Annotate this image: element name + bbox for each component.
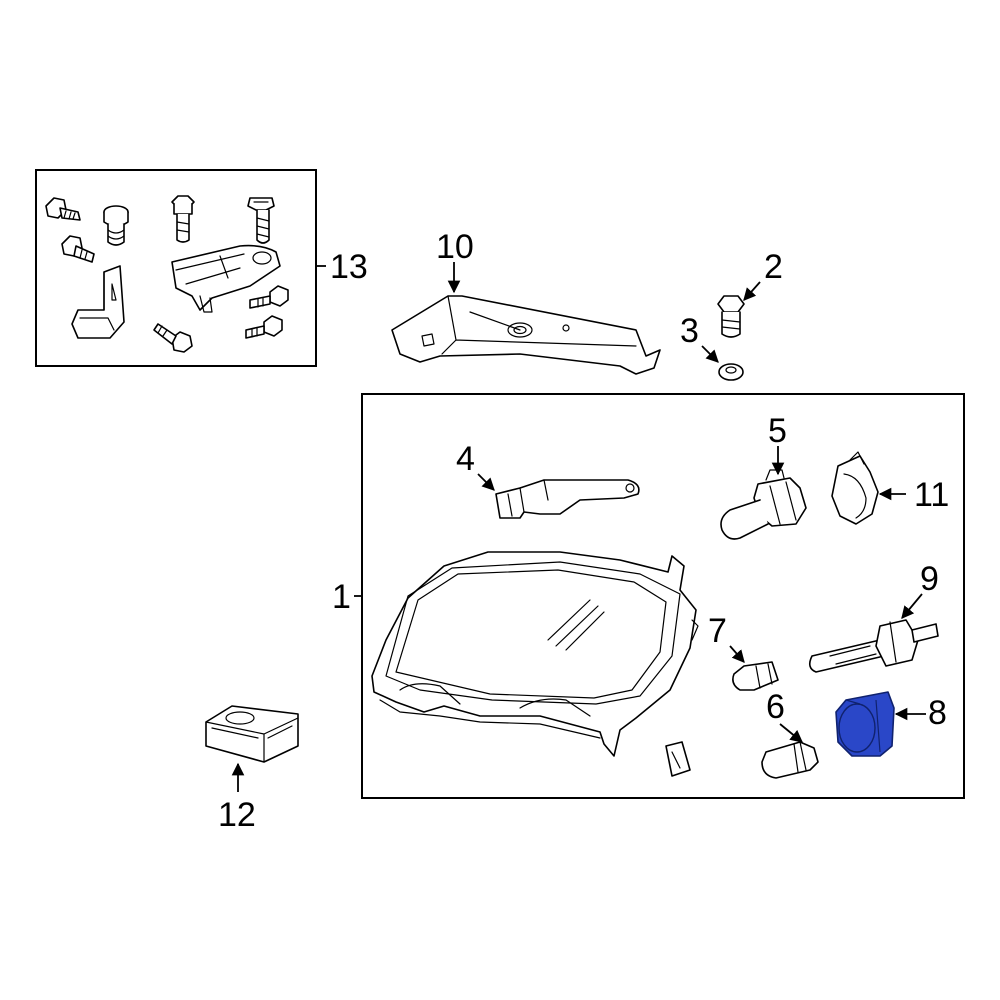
grommet-icon bbox=[103, 205, 129, 246]
washer-part[interactable] bbox=[718, 363, 744, 381]
bolt-icon bbox=[245, 315, 283, 339]
bolt-icon bbox=[45, 197, 81, 221]
callout-7[interactable]: 7 bbox=[708, 612, 727, 650]
clip-part[interactable] bbox=[665, 741, 691, 777]
callout-13[interactable]: 13 bbox=[330, 248, 368, 286]
bolt-part[interactable] bbox=[717, 295, 745, 338]
callout-6[interactable]: 6 bbox=[766, 688, 785, 726]
bolt-icon bbox=[61, 235, 95, 263]
control-module-part[interactable] bbox=[205, 705, 299, 763]
callout-2[interactable]: 2 bbox=[764, 248, 783, 286]
bulb-part[interactable] bbox=[720, 469, 807, 540]
bolt-icon bbox=[153, 323, 193, 353]
bolt-icon bbox=[249, 285, 289, 309]
headlamp-housing[interactable] bbox=[371, 551, 699, 757]
support-bracket-part[interactable] bbox=[391, 295, 661, 375]
callout-12[interactable]: 12 bbox=[218, 796, 256, 834]
callout-4[interactable]: 4 bbox=[456, 440, 475, 478]
bracket-icon bbox=[71, 265, 125, 339]
callout-10[interactable]: 10 bbox=[436, 228, 474, 266]
dust-cap-part[interactable] bbox=[831, 451, 879, 525]
socket-part-highlighted[interactable] bbox=[835, 691, 895, 757]
callout-8[interactable]: 8 bbox=[928, 694, 947, 732]
bulb-6-part[interactable] bbox=[761, 741, 819, 779]
mount-bracket-icon bbox=[171, 244, 281, 313]
adjuster-part[interactable] bbox=[495, 479, 640, 519]
hardware-kit-box bbox=[35, 169, 317, 367]
hid-bulb-part[interactable] bbox=[808, 619, 939, 673]
callout-3[interactable]: 3 bbox=[680, 312, 699, 350]
callout-1[interactable]: 1 bbox=[332, 578, 351, 616]
callout-11[interactable]: 11 bbox=[914, 476, 949, 514]
hex-bolt-icon bbox=[171, 195, 195, 243]
callout-9[interactable]: 9 bbox=[920, 560, 939, 598]
hardware-kit-group[interactable] bbox=[35, 169, 317, 367]
flange-screw-icon bbox=[247, 197, 275, 244]
callout-5[interactable]: 5 bbox=[768, 412, 787, 450]
small-bulb-part[interactable] bbox=[732, 661, 779, 691]
